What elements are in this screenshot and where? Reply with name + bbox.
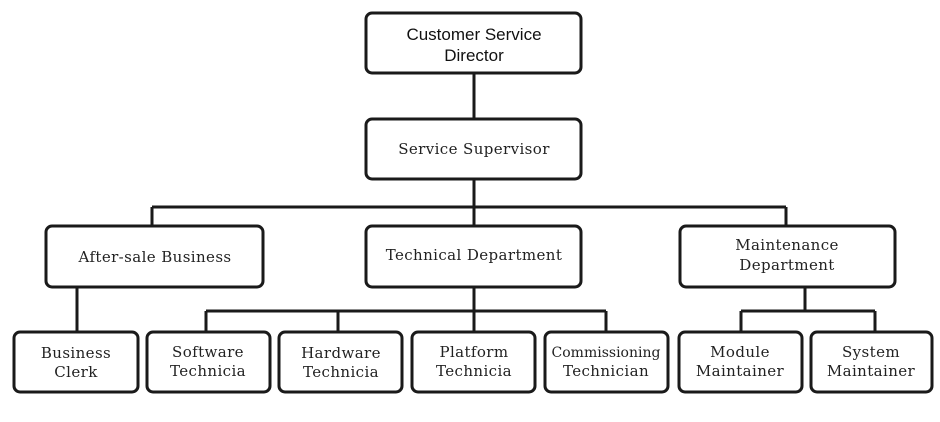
node-label: Platform: [439, 343, 508, 361]
node-platform-technicia: Platform Technicia: [410, 330, 537, 394]
node-technical-department: Technical Department: [364, 224, 583, 289]
node-label: Technicia: [303, 363, 379, 381]
node-label: Clerk: [54, 363, 98, 381]
node-label: Department: [739, 256, 834, 274]
node-label: Maintainer: [696, 362, 785, 380]
node-label: Technician: [563, 362, 649, 380]
node-business-clerk: Business Clerk: [12, 330, 140, 394]
node-label: Business: [41, 344, 111, 362]
node-label: System: [842, 343, 900, 361]
node-hardware-technicia: Hardware Technicia: [277, 330, 404, 394]
node-maintenance-department: Maintenance Department: [678, 224, 897, 289]
node-customer-service-director: Customer Service Director: [364, 11, 583, 75]
node-label: Technical Department: [386, 246, 563, 264]
node-label: Module: [710, 343, 770, 361]
node-label: Technicia: [436, 362, 512, 380]
node-after-sale-business: After-sale Business: [44, 224, 265, 289]
node-label: Hardware: [301, 344, 381, 362]
node-label: Maintenance: [735, 236, 839, 254]
node-label: Service Supervisor: [398, 140, 550, 158]
node-label: After-sale Business: [77, 248, 231, 266]
node-label: Director: [444, 46, 504, 65]
node-commissioning-technician: Commissioning Technician: [543, 330, 670, 394]
connectors: [75, 73, 877, 332]
node-label: Maintainer: [827, 362, 916, 380]
node-service-supervisor: Service Supervisor: [364, 117, 583, 181]
node-system-maintainer: System Maintainer: [809, 330, 934, 394]
node-label: Commissioning: [552, 345, 661, 361]
node-label: Customer Service: [406, 25, 541, 44]
node-label: Software: [172, 343, 244, 361]
node-module-maintainer: Module Maintainer: [677, 330, 804, 394]
node-software-technicia: Software Technicia: [145, 330, 272, 394]
node-label: Technicia: [170, 362, 246, 380]
